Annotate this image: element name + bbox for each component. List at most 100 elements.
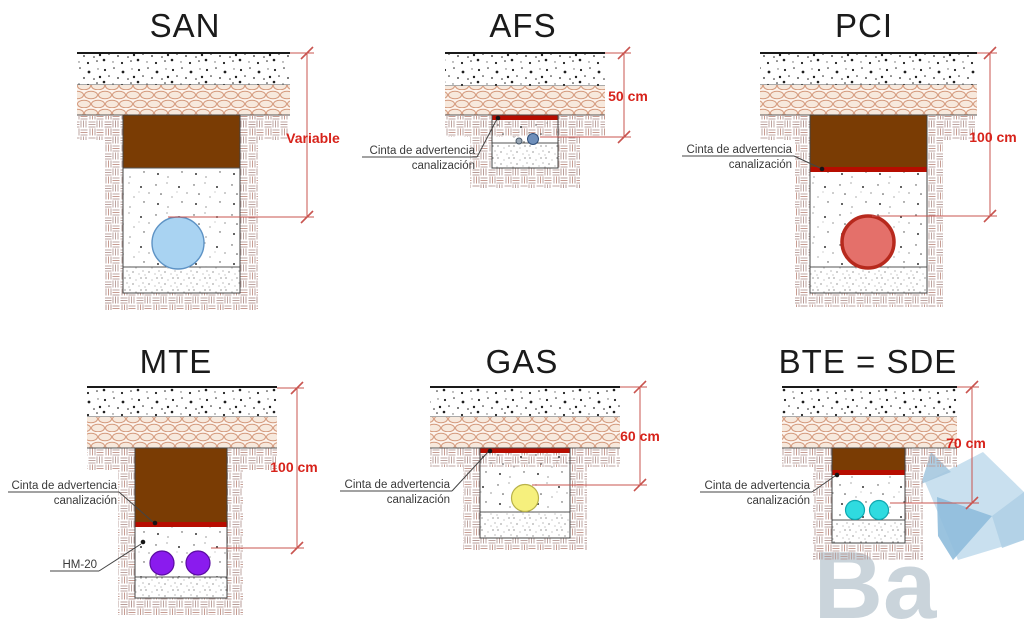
ground-hatch — [463, 448, 480, 550]
base-layer — [77, 85, 290, 115]
dimension-label-afs: 50 cm — [608, 88, 648, 104]
dimension-tick — [290, 541, 304, 555]
panel-bte-sde: BTE = SDE Cinta de advertencia canalizac… — [700, 343, 986, 560]
trench-fill — [492, 120, 558, 143]
pipe-san — [151, 216, 205, 270]
dimension-tick — [983, 46, 997, 60]
pipe-bte-right — [868, 499, 890, 521]
asphalt-layer — [430, 387, 620, 417]
dimension-afs: 50 cm — [540, 46, 648, 144]
panel-mte: MTE Cinta de advertencia canalización HM… — [8, 343, 318, 615]
ground-hatch — [240, 115, 258, 310]
pipe-afs-small — [515, 137, 523, 145]
pipe-mte-right — [185, 550, 211, 576]
ground-hatch — [905, 448, 923, 560]
hm20-label-mte: HM-20 — [50, 539, 146, 572]
dimension-label-bte: 70 cm — [946, 435, 986, 451]
bedding-layer — [492, 143, 558, 168]
earth-backfill — [123, 115, 240, 168]
panel-title-mte: MTE — [140, 343, 213, 380]
leader-dot — [495, 115, 501, 121]
warning-label-line2: canalización — [54, 495, 117, 507]
warning-label-line2: canalización — [412, 160, 475, 172]
warning-label-line2: canalización — [729, 159, 792, 171]
leader-dot — [140, 539, 146, 545]
panel-pci: PCI Cinta de advertencia canalización — [682, 7, 1017, 307]
dimension-tick — [633, 380, 647, 394]
trench-outline — [479, 447, 571, 539]
leader-dot — [834, 472, 840, 478]
base-layer — [760, 85, 977, 115]
ground-hatch — [795, 293, 943, 307]
ground-hatch — [105, 293, 258, 310]
base-layer — [430, 417, 620, 448]
warning-label-line2: canalización — [387, 494, 450, 506]
ground-hatch — [227, 448, 243, 615]
ground-hatch — [813, 543, 923, 560]
panel-title-san: SAN — [150, 7, 221, 44]
base-layer — [445, 86, 605, 115]
panel-title-bte: BTE = SDE — [779, 343, 958, 380]
bedding-layer — [135, 577, 227, 598]
ground-hatch — [795, 115, 810, 307]
leader-dot — [819, 166, 825, 172]
panel-title-gas: GAS — [486, 343, 559, 380]
bedding-layer — [480, 512, 570, 538]
dimension-tick — [965, 380, 979, 394]
ground-hatch — [570, 448, 587, 550]
dimension-tick — [617, 130, 631, 144]
ground-hatch — [105, 115, 123, 310]
bedding-layer — [832, 520, 905, 543]
trench-outline — [491, 114, 559, 169]
dimension-label-mte: 100 cm — [270, 459, 317, 475]
ground-hatch — [470, 168, 580, 188]
dimension-label-gas: 60 cm — [620, 428, 660, 444]
leader-dot — [152, 520, 158, 526]
pipe-mte-left — [149, 550, 175, 576]
trench-fill — [832, 475, 905, 520]
asphalt-layer — [782, 387, 957, 417]
bedding-layer — [123, 267, 240, 293]
pipe-bte-left — [844, 499, 866, 521]
dimension-tick — [290, 381, 304, 395]
trench-outline — [134, 447, 228, 599]
warning-label-pci: Cinta de advertencia canalización — [682, 144, 825, 172]
base-layer — [782, 417, 957, 448]
ground-hatch — [927, 115, 943, 307]
warning-label-afs: Cinta de advertencia canalización — [362, 115, 501, 172]
trench-outline — [122, 114, 241, 294]
warning-label-gas: Cinta de advertencia canalización — [340, 448, 493, 506]
watermark-crystal-facet-icon — [992, 492, 1024, 548]
dimension-tick — [633, 478, 647, 492]
pipe-gas — [510, 483, 540, 513]
warning-label-line1: Cinta de advertencia — [12, 480, 118, 492]
warning-tape — [480, 448, 570, 453]
dimension-gas: 60 cm — [532, 380, 660, 492]
warning-label-line1: Cinta de advertencia — [705, 480, 811, 492]
base-layer — [87, 417, 277, 448]
earth-backfill — [810, 115, 927, 167]
trench-fill — [135, 527, 227, 577]
panel-title-afs: AFS — [489, 7, 556, 44]
ground-hatch — [813, 448, 832, 560]
warning-tape — [832, 470, 905, 475]
trench-outline — [831, 447, 906, 544]
panel-gas: GAS Cinta de advertencia canalización — [340, 343, 660, 550]
watermark-crystal-facet-icon — [937, 497, 992, 560]
dimension-label-pci: 100 cm — [969, 129, 1016, 145]
asphalt-layer — [760, 53, 977, 85]
warning-label-line2: canalización — [747, 495, 810, 507]
leader-dot — [487, 448, 493, 454]
dimension-tick — [965, 496, 979, 510]
warning-tape — [492, 115, 558, 120]
dimension-label-san: Variable — [286, 130, 340, 146]
warning-label-bte: Cinta de advertencia canalización — [700, 472, 840, 507]
warning-label-line1: Cinta de advertencia — [687, 144, 793, 156]
hm20-label: HM-20 — [62, 559, 97, 571]
warning-tape — [810, 167, 927, 172]
warning-label-line1: Cinta de advertencia — [345, 479, 451, 491]
warning-tape — [135, 522, 227, 527]
warning-label-line1: Cinta de advertencia — [370, 145, 476, 157]
